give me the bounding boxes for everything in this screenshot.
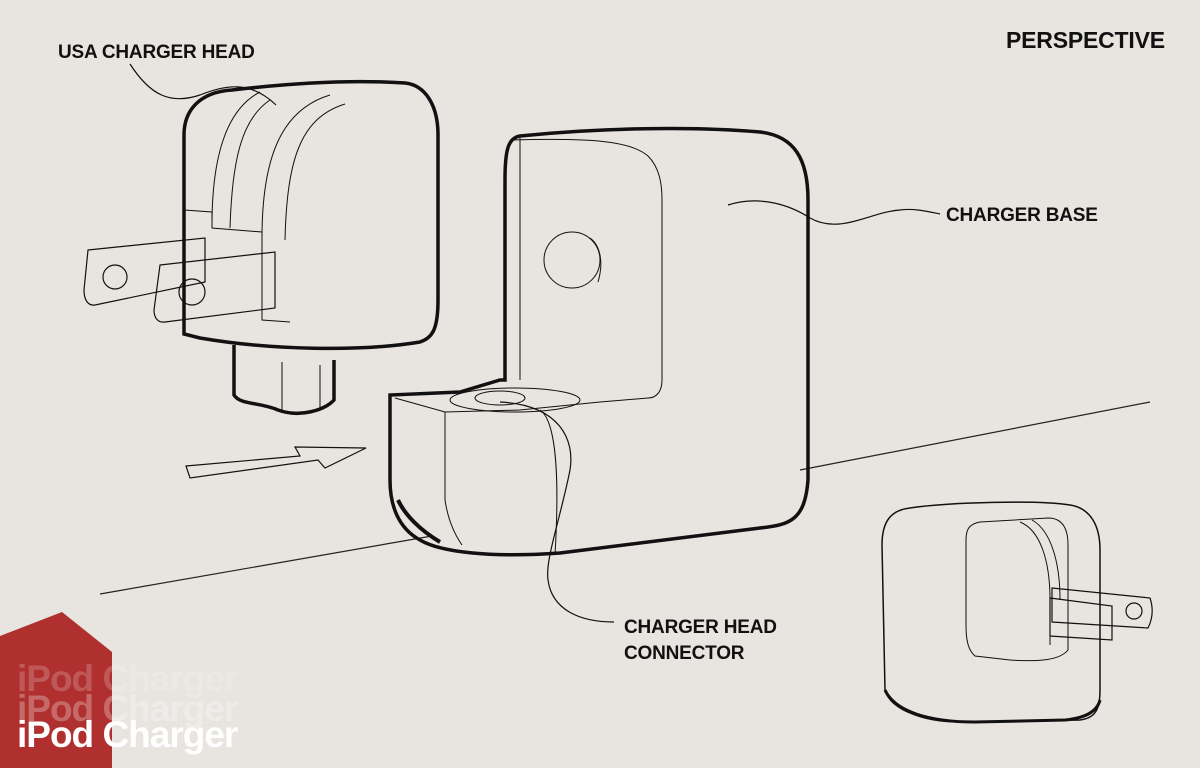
prong-front-hole [178,278,206,306]
callout-connector-line-2: CONNECTOR [624,643,745,664]
base-socket [449,387,581,413]
base-bottom-accent [396,499,442,544]
head-front-face [183,209,291,323]
head-stem-inner [281,362,321,412]
ground-lines [99,401,1151,595]
head-body-outline [182,79,440,351]
leader-head [129,63,277,106]
insert-arrow-icon [185,446,367,479]
charger-base-drawing [388,126,810,557]
base-button-rim [589,237,602,283]
head-stem [232,345,336,415]
front-view-prong-1 [1051,587,1153,629]
base-shelf [394,397,649,413]
leader-connector [499,401,615,623]
view-label: PERSPECTIVE [1006,27,1165,53]
base-socket-inner [474,390,526,406]
page-title: iPod Charger [17,714,238,755]
head-curve-left [211,91,271,229]
front-view-plug-contour [1019,519,1061,645]
prong-front [153,251,276,323]
callout-connector-line-1: CHARGER HEAD [624,617,777,638]
base-front-edge [444,412,463,546]
usa-charger-head-drawing [83,79,440,415]
callout-charger-head-connector: CHARGER HEAD CONNECTOR [624,615,777,667]
prong-rear-hole [102,264,128,290]
callout-charger-base: CHARGER BASE [946,205,1098,226]
base-side-face [511,138,663,399]
front-view-inner-face [965,517,1069,662]
leader-base [727,200,941,225]
front-view-prong-1-hole [1125,602,1143,620]
base-button [543,231,601,289]
callout-leaders [129,63,941,623]
front-view-bottom-accent [883,689,1102,724]
title-badge [0,612,112,768]
front-view-charger-drawing [881,501,1153,724]
title-ghost-2: iPod Charger [17,688,238,729]
prong-rear [83,237,206,306]
ground-line-front [99,535,433,595]
head-curve-right [261,94,346,241]
callout-usa-charger-head: USA CHARGER HEAD [58,42,255,63]
title-ghost-1: iPod Charger [17,658,238,699]
front-view-prong-2 [1049,597,1113,641]
base-outline [388,126,810,557]
ground-line-back [799,401,1151,471]
